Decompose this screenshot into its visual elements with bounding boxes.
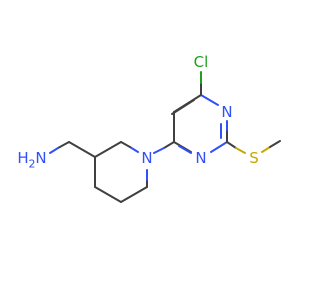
bond-c4-n3-double xyxy=(178,145,192,154)
amine-h-count: 2 xyxy=(29,158,36,171)
bond-c4-npip-b xyxy=(153,147,165,154)
bond-n3-c2 xyxy=(210,141,228,153)
bond-ch2-nh2-a xyxy=(57,141,70,149)
amine-h-label: H xyxy=(17,149,28,167)
bond-s-me-a xyxy=(261,146,271,153)
bond-s-me-b xyxy=(269,140,281,148)
bond-c2-s-a xyxy=(226,141,237,149)
atom-npip-label: N xyxy=(141,149,152,167)
bond-c2-s-b xyxy=(235,147,246,154)
bond-npip-c2-a xyxy=(129,146,139,153)
atom-n3-label: N xyxy=(195,149,206,167)
molecule-diagram: Cl N N S N H 2 N xyxy=(17,53,281,203)
atom-n1-label: N xyxy=(221,103,232,121)
structure-svg: Cl N N S N H 2 N xyxy=(17,53,281,203)
bond-c4-c5 xyxy=(94,186,122,203)
bond-ch2-nh2-b xyxy=(49,147,59,154)
bond-c4-npip-a xyxy=(163,141,175,149)
amine-n-label: N xyxy=(35,149,46,167)
bond-c2-c3 xyxy=(94,141,122,158)
atom-cl-label: Cl xyxy=(194,53,209,71)
bond-c5-c6 xyxy=(120,186,148,203)
atom-s-label: S xyxy=(249,149,259,167)
bond-n1-c6 xyxy=(200,94,219,106)
bond-npip-c2-b xyxy=(120,141,131,148)
bond-c6-c5-double xyxy=(171,99,195,115)
bond-c3-ch2 xyxy=(68,141,96,158)
